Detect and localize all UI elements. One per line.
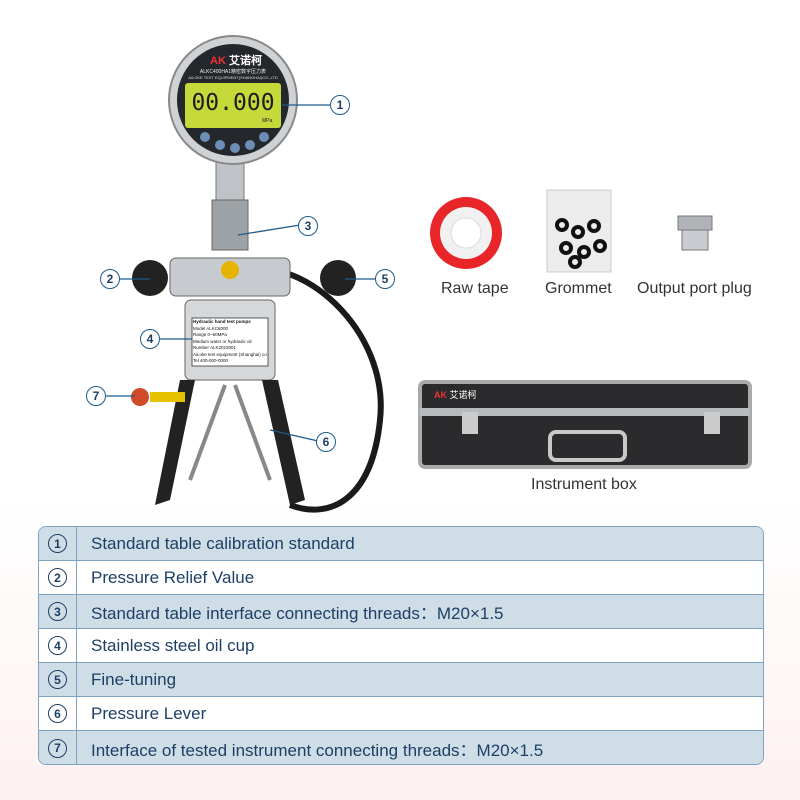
gauge-unit: MPa (262, 118, 273, 124)
row-text: Interface of tested instrument connectin… (91, 740, 544, 760)
callout-1: 1 (330, 95, 350, 115)
callout-2: 2 (100, 269, 120, 289)
grommet-label: Grommet (545, 280, 612, 297)
row-number: 6 (48, 704, 67, 723)
handle-right (262, 380, 305, 505)
gauge-stem (215, 159, 245, 206)
row-number: 5 (48, 670, 67, 689)
row-number: 4 (48, 636, 67, 655)
output-port-plug-label: Output port plug (637, 280, 752, 297)
gauge-company: AILOKE TEST EQUIPMENT(SHANGHAI)CO.,LTD (188, 75, 278, 80)
case-brand-logo: AK (434, 390, 447, 400)
hose (234, 265, 384, 513)
instrument-box-label: Instrument box (531, 476, 637, 493)
nameplate-line: Model ALKC6000 (193, 325, 229, 331)
table-row: 7 Interface of tested instrument connecti… (39, 731, 763, 764)
handle-left (155, 380, 195, 505)
row-number: 7 (48, 738, 67, 758)
output-port-plug-image (677, 215, 713, 231)
gauge-reading: 00.000 (191, 90, 275, 116)
nameplate-title: Hydraulic hand test pumps (193, 319, 251, 324)
gauge-model: ALKC400HA1精密数字压力表 (199, 69, 267, 75)
nameplate-line: Medium water or hydraulic oil (193, 338, 252, 344)
nameplate-line: Number ALK2023001 (193, 345, 237, 350)
fine-tuning-knob (320, 260, 356, 296)
callout-3: 3 (298, 216, 318, 236)
row-text: Fine-tuning (91, 669, 177, 689)
pump-illustration (105, 35, 752, 513)
row-number: 3 (48, 602, 67, 621)
callout-6: 6 (316, 432, 336, 452)
row-text: Standard table interface connecting thre… (91, 604, 504, 623)
hose-fitting (221, 261, 239, 279)
tested-port (131, 388, 149, 406)
row-number: 2 (48, 568, 67, 587)
table-row: 6 Pressure Lever (39, 697, 763, 731)
pump-nameplate: Hydraulic hand test pumps Model ALKC6000… (193, 319, 267, 365)
callout-7: 7 (86, 386, 106, 406)
row-number: 1 (48, 534, 67, 553)
lcd-screen (185, 83, 281, 128)
callout-5: 5 (375, 269, 395, 289)
gauge-brand-logo: AK (210, 55, 226, 67)
row-text: Standard table calibration standard (91, 533, 355, 553)
raw-tape-label: Raw tape (441, 280, 509, 297)
nameplate-line: Range 0~60MPa (193, 332, 227, 337)
connector-thread (211, 199, 249, 251)
instrument-box-image (418, 380, 752, 469)
row-text: Stainless steel oil cup (91, 635, 255, 655)
row-text: Pressure Lever (91, 703, 207, 723)
table-row: 3 Standard table interface connecting thr… (39, 595, 763, 629)
case-brand: AK 艾诺柯 (434, 388, 477, 401)
gauge-brand: AK 艾诺柯 (210, 52, 262, 68)
relief-valve-knob (132, 260, 168, 296)
nameplate-line: AiLoke test equipment (Shanghai) co.,ltd (193, 351, 267, 357)
table-row: 5 Fine-tuning (39, 663, 763, 697)
table-row: 2 Pressure Relief Value (39, 561, 763, 595)
table-row: 1 Standard table calibration standard (39, 527, 763, 561)
row-text: Pressure Relief Value (91, 567, 255, 587)
case-brand-cn: 艾诺柯 (449, 390, 477, 400)
gauge-brand-cn: 艾诺柯 (228, 55, 262, 67)
callout-4: 4 (140, 329, 160, 349)
nameplate-line: Tel 400-000-0000 (193, 358, 229, 363)
table-row: 4 Stainless steel oil cup (39, 629, 763, 663)
